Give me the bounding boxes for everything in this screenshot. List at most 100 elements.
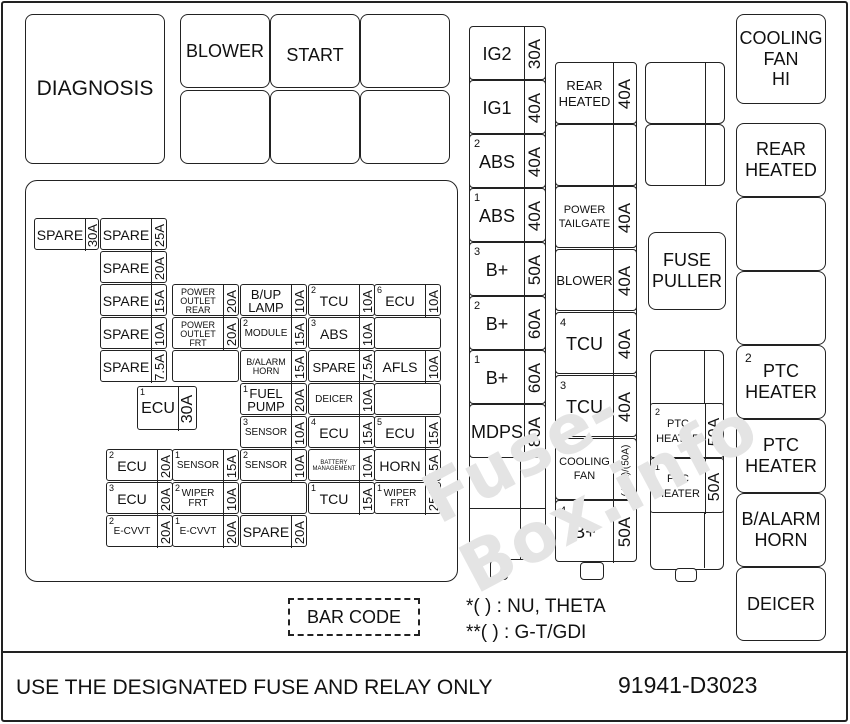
mini-fuse-label-line: FRT [188, 498, 208, 509]
fuse-number: 1 [474, 192, 481, 204]
slot-empty-a [645, 62, 725, 124]
mini-fuse-divider [359, 450, 361, 482]
mini-fuse-amp: 10A [360, 289, 376, 313]
mini-fuse-divider [359, 318, 361, 350]
fuse-name-line: PTC [667, 418, 689, 431]
mini-fuse-name: AFLS [382, 359, 418, 375]
mini-fuse-number: 4 [311, 417, 317, 427]
mini-fuse-divider [151, 318, 153, 350]
fuse-amp-box: 60A [525, 297, 546, 351]
ptc-heater-2-relay-number: 2 [745, 351, 752, 365]
cooling-fan-hi-line-2: FAN [763, 48, 799, 69]
relay-start-label: START [286, 45, 344, 65]
mini-fuse-divider [151, 285, 153, 317]
mini-fuse-amp: 25A [152, 223, 168, 247]
fuse-name: IG1 [470, 81, 524, 135]
mini-fuse-amp-box: 20A [223, 285, 240, 317]
mini-fuse-amp: 10A [360, 322, 376, 346]
mini-fuse-amp: 20A [158, 487, 174, 511]
mini-fuse-amp-box: 15A [425, 417, 442, 449]
mini-fuse-divider [223, 483, 225, 515]
fuse-amp-box: 40A [614, 250, 637, 312]
mini-fuse-amp: 10A [292, 454, 308, 478]
mini-fuse-amp: 10A [360, 388, 376, 412]
mini-fuse-amp-box: 20A [151, 252, 168, 284]
mini-fuse-label: MODULE [241, 318, 291, 350]
mini-fuse-number: 3 [243, 417, 249, 427]
mini-fuse-amp: 20A [158, 454, 174, 478]
mini-fuse-divider [359, 285, 361, 317]
fuse-number: 4 [560, 505, 567, 517]
fuse-amp: 40A [525, 92, 545, 124]
fuse-divider [613, 125, 615, 187]
fuse-divider [613, 187, 615, 249]
mini-fuse-amp-box: 10A [291, 450, 308, 482]
ptc-heater-1-relay-number: 1 [745, 425, 752, 439]
center-empty-hline [469, 508, 546, 510]
fuse-name-text: BLOWER [556, 272, 613, 288]
b-alarm-horn-relay-line-1: B/ALARM [741, 509, 821, 530]
mini-fuse-amp: 15A [152, 289, 168, 313]
mini-fuse-number: 3 [311, 318, 317, 328]
mini-fuse-number: 3 [109, 483, 115, 493]
mini-fuse-divider [291, 318, 293, 350]
fuse-number: 3 [474, 246, 481, 258]
mini-fuse-label: DEICER [309, 384, 359, 416]
mini-fuse-label: SENSOR [173, 450, 223, 482]
footer-instruction: USE THE DESIGNATED FUSE AND RELAY ONLY [16, 676, 493, 699]
